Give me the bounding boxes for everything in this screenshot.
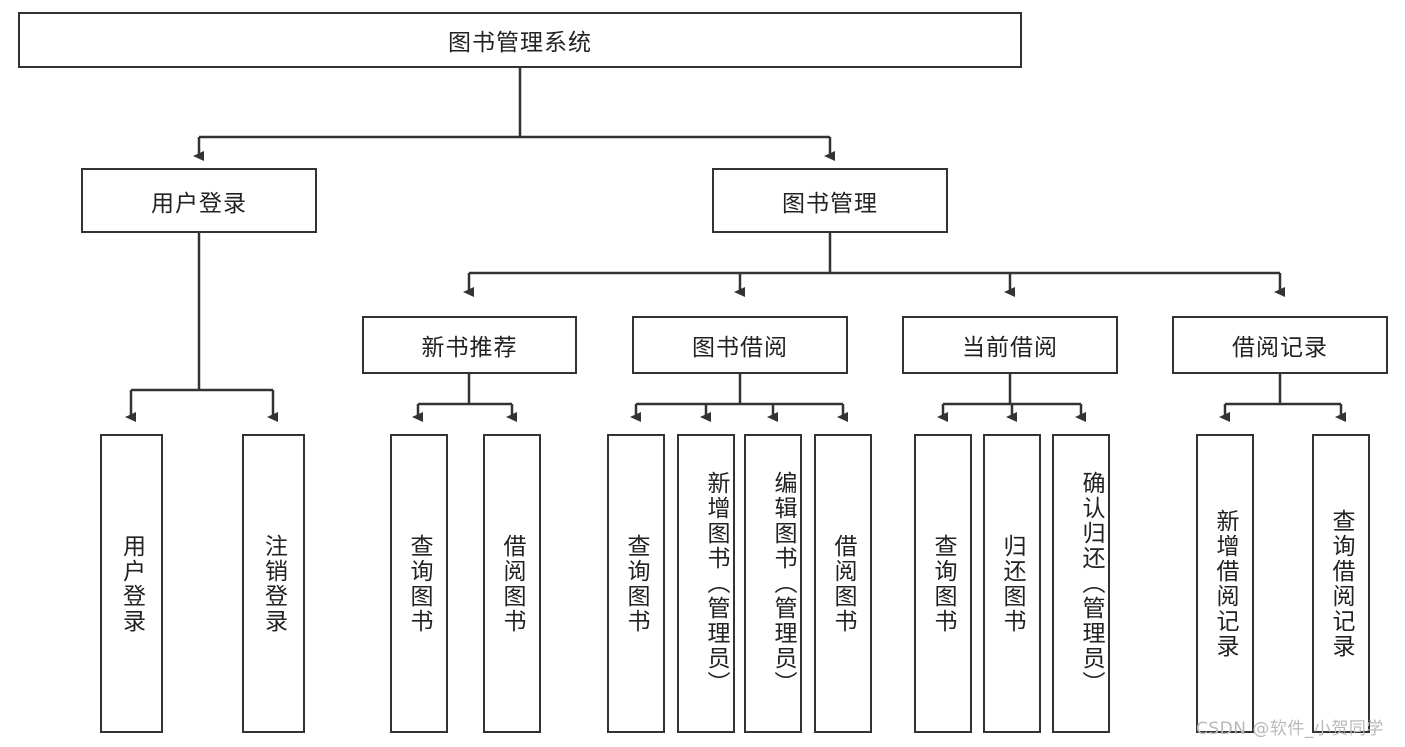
leaf-edit-book-admin-label: 编辑图书（管理员） — [770, 471, 796, 696]
leaf-user-login-label: 用户登录 — [118, 533, 145, 634]
leaf-borrow-book-recommend-label: 借阅图书 — [499, 533, 525, 634]
leaf-edit-book-admin[interactable]: 编辑图书（管理员） — [744, 434, 802, 733]
leaf-confirm-return-admin-label: 确认归还（管理员） — [1078, 471, 1104, 696]
node-book-borrow[interactable]: 图书借阅 — [632, 316, 848, 374]
leaf-query-book-current-label: 查询图书 — [930, 533, 956, 634]
leaf-add-borrow-record[interactable]: 新增借阅记录 — [1196, 434, 1254, 733]
leaf-add-borrow-record-label: 新增借阅记录 — [1212, 508, 1238, 659]
node-root[interactable]: 图书管理系统 — [18, 12, 1022, 68]
node-borrow-record-label: 借阅记录 — [1232, 335, 1328, 361]
leaf-query-book-current[interactable]: 查询图书 — [914, 434, 972, 733]
leaf-query-book-borrow[interactable]: 查询图书 — [607, 434, 665, 733]
leaf-borrow-book[interactable]: 借阅图书 — [814, 434, 872, 733]
leaf-borrow-book-label: 借阅图书 — [830, 533, 856, 634]
node-root-label: 图书管理系统 — [448, 30, 592, 56]
leaf-query-book-recommend[interactable]: 查询图书 — [390, 434, 448, 733]
leaf-add-book-admin[interactable]: 新增图书（管理员） — [677, 434, 735, 733]
node-borrow-record[interactable]: 借阅记录 — [1172, 316, 1388, 374]
leaf-query-borrow-record-label: 查询借阅记录 — [1328, 508, 1354, 659]
leaf-return-book[interactable]: 归还图书 — [983, 434, 1041, 733]
node-book-management[interactable]: 图书管理 — [712, 168, 948, 233]
node-book-borrow-label: 图书借阅 — [692, 335, 788, 361]
watermark: CSDN @软件_小贺同学 — [1196, 719, 1384, 739]
node-current-borrow[interactable]: 当前借阅 — [902, 316, 1118, 374]
node-current-borrow-label: 当前借阅 — [962, 335, 1058, 361]
leaf-logout-label: 注销登录 — [260, 533, 287, 634]
leaf-query-borrow-record[interactable]: 查询借阅记录 — [1312, 434, 1370, 733]
leaf-return-book-label: 归还图书 — [999, 533, 1025, 634]
node-user-login[interactable]: 用户登录 — [81, 168, 317, 233]
leaf-query-book-borrow-label: 查询图书 — [623, 533, 649, 634]
leaf-query-book-recommend-label: 查询图书 — [406, 533, 432, 634]
node-new-book-recommend[interactable]: 新书推荐 — [362, 316, 577, 374]
node-book-management-label: 图书管理 — [782, 190, 878, 217]
leaf-confirm-return-admin[interactable]: 确认归还（管理员） — [1052, 434, 1110, 733]
leaf-logout[interactable]: 注销登录 — [242, 434, 305, 733]
leaf-user-login[interactable]: 用户登录 — [100, 434, 163, 733]
node-user-login-label: 用户登录 — [151, 190, 247, 217]
node-new-book-recommend-label: 新书推荐 — [421, 335, 518, 361]
leaf-add-book-admin-label: 新增图书（管理员） — [703, 471, 729, 696]
leaf-borrow-book-recommend[interactable]: 借阅图书 — [483, 434, 541, 733]
